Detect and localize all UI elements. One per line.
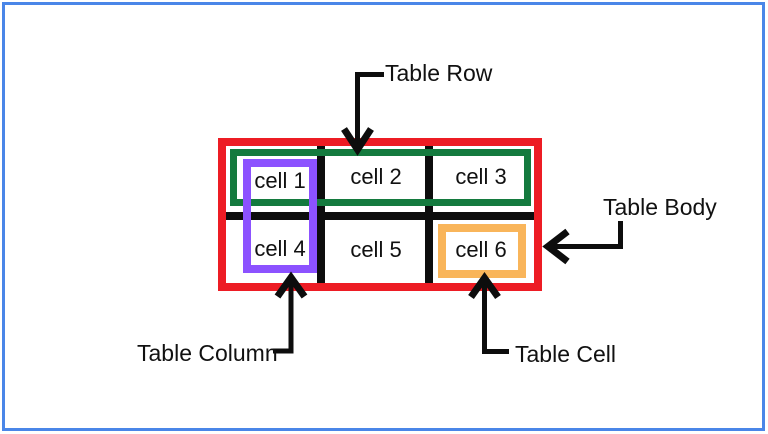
cell-label-6: cell 6 xyxy=(455,237,507,262)
table-column-highlight xyxy=(243,159,317,273)
table-body-label: Table Body xyxy=(603,194,717,220)
table-row-highlight xyxy=(230,149,531,206)
cell-label-5: cell 5 xyxy=(350,237,402,262)
cell-label-1: cell 1 xyxy=(254,168,306,193)
table-column-label: Table Column xyxy=(137,340,278,366)
cell-label-3: cell 3 xyxy=(455,164,507,189)
grid-line-horizontal xyxy=(226,212,534,220)
cell-label-4: cell 4 xyxy=(254,236,306,261)
table-cell-label: Table Cell xyxy=(515,341,616,367)
cell-label-2: cell 2 xyxy=(350,164,402,189)
table-row-label: Table Row xyxy=(385,60,493,86)
